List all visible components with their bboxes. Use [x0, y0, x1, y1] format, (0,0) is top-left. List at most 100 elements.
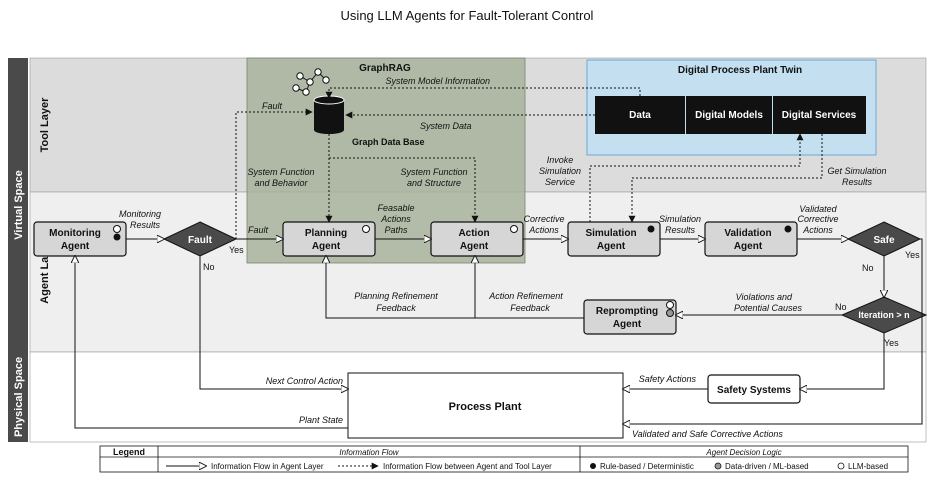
safe-decision-label: Safe [873, 235, 895, 246]
validation-agent: Validation Agent [704, 221, 798, 257]
process-plant-box [347, 372, 624, 439]
legend-data-driven: Data-driven / ML-based [725, 462, 809, 471]
svg-text:and Behavior: and Behavior [254, 178, 308, 188]
svg-text:Planning: Planning [305, 228, 347, 239]
reprompting-agent: Reprompting Agent [583, 299, 677, 335]
validated-safe-corrective-actions-label: Validated and Safe Corrective Actions [632, 429, 783, 439]
monitoring-results-label-1: Monitoring [119, 209, 161, 219]
legend-rule-based-icon [590, 463, 596, 469]
svg-text:Feedback: Feedback [510, 303, 550, 313]
svg-text:Invoke: Invoke [547, 155, 574, 165]
action-agent: Action Agent [430, 221, 524, 257]
next-control-action-label: Next Control Action [266, 376, 343, 386]
system-model-information-label: System Model Information [385, 76, 490, 86]
simulation-agent: Simulation Agent [567, 221, 661, 257]
virtual-space-band [8, 58, 28, 352]
svg-text:Action: Action [458, 228, 489, 239]
flow-db-to-action [329, 157, 479, 223]
legend-llm-based: LLM-based [848, 462, 888, 471]
twin-data-box [595, 96, 685, 134]
fault-to-db-label: Fault [262, 101, 283, 111]
twin-digital-models-box [686, 96, 772, 134]
digital-twin-title: Digital Process Plant Twin [678, 65, 802, 76]
process-plant-label: Process Plant [449, 401, 522, 413]
svg-text:Simulation: Simulation [539, 166, 581, 176]
fault-yes-label: Yes [229, 245, 244, 255]
svg-text:System Function: System Function [247, 167, 314, 177]
twin-data-label: Data [629, 110, 651, 121]
monitoring-agent: Monitoring Agent [33, 221, 127, 257]
svg-text:Simulation: Simulation [585, 228, 636, 239]
legend-flow-agent-layer: Information Flow in Agent Layer [211, 462, 324, 471]
svg-text:Agent: Agent [613, 319, 642, 330]
legend: Legend Information Flow Agent Decision L… [99, 445, 909, 473]
svg-text:Monitoring: Monitoring [49, 228, 101, 239]
svg-text:Feasable: Feasable [377, 203, 414, 213]
flow-get-simulation-results [628, 134, 823, 223]
iteration-no-label: No [835, 302, 847, 312]
svg-text:Violations and: Violations and [736, 292, 793, 302]
legend-rule-based: Rule-based / Deterministic [600, 462, 694, 471]
safety-actions-label: Safety Actions [639, 374, 697, 384]
iteration-decision-label: Iteration > n [858, 310, 909, 320]
physical-space-label: Physical Space [13, 357, 25, 437]
svg-text:Corrective: Corrective [797, 214, 838, 224]
graphrag-title: GraphRAG [359, 63, 411, 74]
flow-safe-yes-to-plant [623, 238, 923, 424]
svg-text:Planning Refinement: Planning Refinement [354, 291, 438, 301]
svg-text:Validated: Validated [799, 204, 837, 214]
svg-text:Reprompting: Reprompting [596, 306, 658, 317]
svg-text:Corrective: Corrective [523, 214, 564, 224]
svg-text:Simulation: Simulation [659, 214, 701, 224]
svg-text:Results: Results [842, 177, 873, 187]
svg-text:Agent: Agent [460, 241, 489, 252]
legend-title: Legend [113, 447, 145, 457]
diagram-title: Using LLM Agents for Fault-Tolerant Cont… [341, 8, 594, 23]
graph-database-icon [313, 95, 345, 134]
safety-systems-label: Safety Systems [717, 385, 791, 396]
flow-fault-no-to-plant [199, 256, 348, 389]
planning-agent: Planning Agent [282, 221, 376, 257]
twin-digital-services-box [773, 96, 866, 134]
fault-decision-label: Fault [188, 235, 213, 246]
flow-system-model-information [325, 87, 641, 99]
svg-text:Validation: Validation [724, 228, 771, 239]
svg-text:Results: Results [665, 225, 696, 235]
flow-iteration-yes-to-safety [800, 333, 885, 389]
fault-no-label: No [203, 262, 215, 272]
graph-network-icon [292, 68, 330, 96]
svg-text:Feedback: Feedback [376, 303, 416, 313]
plant-state-label: Plant State [299, 415, 343, 425]
legend-agent-decision-logic: Agent Decision Logic [705, 448, 781, 457]
iteration-yes-label: Yes [884, 338, 899, 348]
legend-flow-agent-tool: Information Flow between Agent and Tool … [383, 462, 552, 471]
svg-text:Get Simulation: Get Simulation [827, 166, 886, 176]
twin-digital-services-label: Digital Services [782, 110, 857, 121]
svg-text:Action Refinement: Action Refinement [488, 291, 563, 301]
svg-text:System Function: System Function [400, 167, 467, 177]
system-data-label: System Data [420, 121, 472, 131]
flow-planning-refinement-feedback [326, 256, 584, 319]
physical-space-band [8, 352, 28, 442]
fault-yes-flow-label: Fault [248, 225, 269, 235]
svg-text:Paths: Paths [384, 225, 408, 235]
svg-text:and Structure: and Structure [407, 178, 461, 188]
virtual-space-label: Virtual Space [13, 170, 25, 240]
flow-plant-state-to-monitoring [75, 256, 348, 429]
safe-no-label: No [862, 263, 874, 273]
tool-layer-label: Tool Layer [39, 97, 51, 153]
svg-text:Agent: Agent [61, 241, 90, 252]
svg-text:Agent: Agent [734, 241, 763, 252]
svg-text:Actions: Actions [528, 225, 559, 235]
flow-invoke-simulation-service [589, 133, 804, 222]
svg-text:Potential Causes: Potential Causes [734, 303, 803, 313]
safe-yes-label: Yes [905, 250, 920, 260]
graph-database-label: Graph Data Base [352, 137, 425, 147]
legend-information-flow: Information Flow [339, 448, 399, 457]
svg-text:Actions: Actions [802, 225, 833, 235]
legend-data-driven-icon [714, 462, 722, 470]
legend-llm-based-icon [837, 462, 845, 470]
flow-fault-to-database [235, 108, 313, 239]
monitoring-results-label-2: Results [130, 220, 161, 230]
